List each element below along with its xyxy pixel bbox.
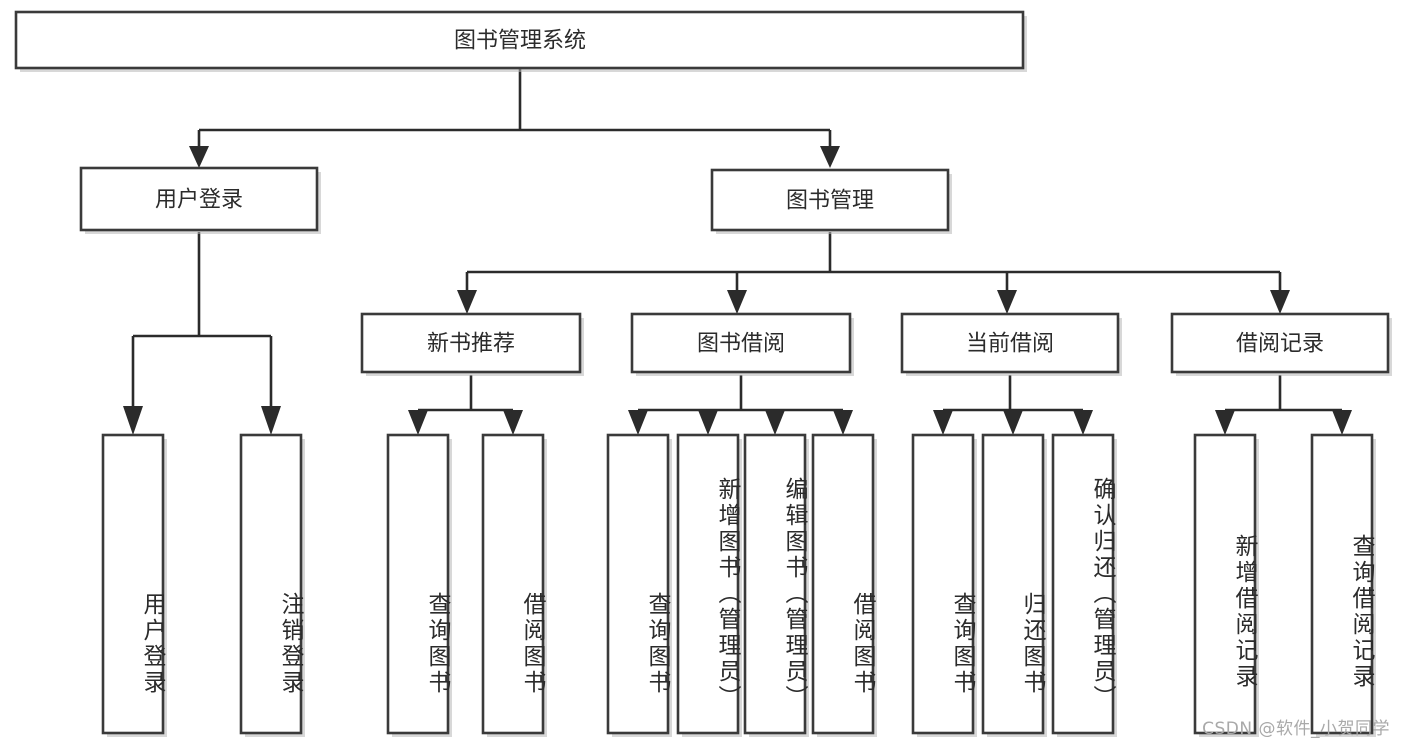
connector-layer xyxy=(123,68,1352,435)
node-leaf-logout-login[interactable] xyxy=(239,433,303,735)
arrow-head-borrow-record xyxy=(1270,290,1290,314)
arrow-head-leaf-borrow-book-1 xyxy=(503,410,523,435)
node-root-label: 图书管理系统 xyxy=(454,29,586,54)
arrow-head-leaf-confirm-return xyxy=(1073,410,1093,435)
csdn-watermark: CSDN @软件_小贺同学 xyxy=(1202,719,1390,739)
arrow-head-leaf-borrow-book-2 xyxy=(833,410,853,435)
node-current-borrow[interactable] xyxy=(900,312,1120,374)
node-leaf-query-book-3[interactable] xyxy=(911,433,975,735)
node-layer: 图书管理系统 用户登录 图书管理 新书推荐 图书借阅 当前借阅 借阅记录 xyxy=(14,10,1392,737)
node-user-login[interactable] xyxy=(79,166,319,232)
arrow-head-leaf-add-record xyxy=(1215,410,1235,435)
node-leaf-query-book-1[interactable] xyxy=(386,433,450,735)
arrow-head-leaf-return-book xyxy=(1003,410,1023,435)
node-leaf-return-book[interactable] xyxy=(981,433,1045,735)
node-book-borrow[interactable] xyxy=(630,312,852,374)
arrow-head-leaf-user-login xyxy=(123,406,143,435)
arrow-head-leaf-query-book-3 xyxy=(933,410,953,435)
node-book-manage[interactable] xyxy=(710,168,950,232)
node-book-manage-label: 图书管理 xyxy=(786,189,874,214)
arrow-head-leaf-logout-login xyxy=(261,406,281,435)
node-leaf-borrow-book-1[interactable] xyxy=(481,433,545,735)
node-leaf-borrow-book-2[interactable] xyxy=(811,433,875,735)
node-new-book-rec[interactable] xyxy=(360,312,582,374)
node-leaf-edit-book[interactable] xyxy=(743,433,807,735)
arrow-head-new-book-rec xyxy=(457,290,477,314)
node-new-book-rec-label: 新书推荐 xyxy=(427,332,515,357)
arrow-head-leaf-query-book-2 xyxy=(628,410,648,435)
arrow-head-current-borrow xyxy=(997,290,1017,314)
node-leaf-add-record[interactable] xyxy=(1193,433,1257,735)
node-borrow-record-label: 借阅记录 xyxy=(1236,332,1324,357)
arrow-head-leaf-query-record xyxy=(1332,410,1352,435)
node-leaf-user-login[interactable] xyxy=(101,433,165,735)
arrow-head-leaf-query-book-1 xyxy=(408,410,428,435)
node-book-borrow-label: 图书借阅 xyxy=(697,332,785,357)
node-user-login-label: 用户登录 xyxy=(155,188,243,213)
arrow-head-user-login xyxy=(189,146,209,168)
arrow-head-book-manage xyxy=(820,146,840,168)
node-leaf-query-book-2[interactable] xyxy=(606,433,670,735)
node-borrow-record[interactable] xyxy=(1170,312,1390,374)
node-leaf-add-book[interactable] xyxy=(676,433,740,735)
node-current-borrow-label: 当前借阅 xyxy=(966,332,1054,357)
node-leaf-query-record[interactable] xyxy=(1310,433,1374,735)
arrow-head-leaf-edit-book xyxy=(765,410,785,435)
node-root[interactable] xyxy=(14,10,1025,70)
node-leaf-confirm-return[interactable] xyxy=(1051,433,1115,735)
arrow-head-leaf-add-book xyxy=(698,410,718,435)
arrow-head-book-borrow xyxy=(727,290,747,314)
